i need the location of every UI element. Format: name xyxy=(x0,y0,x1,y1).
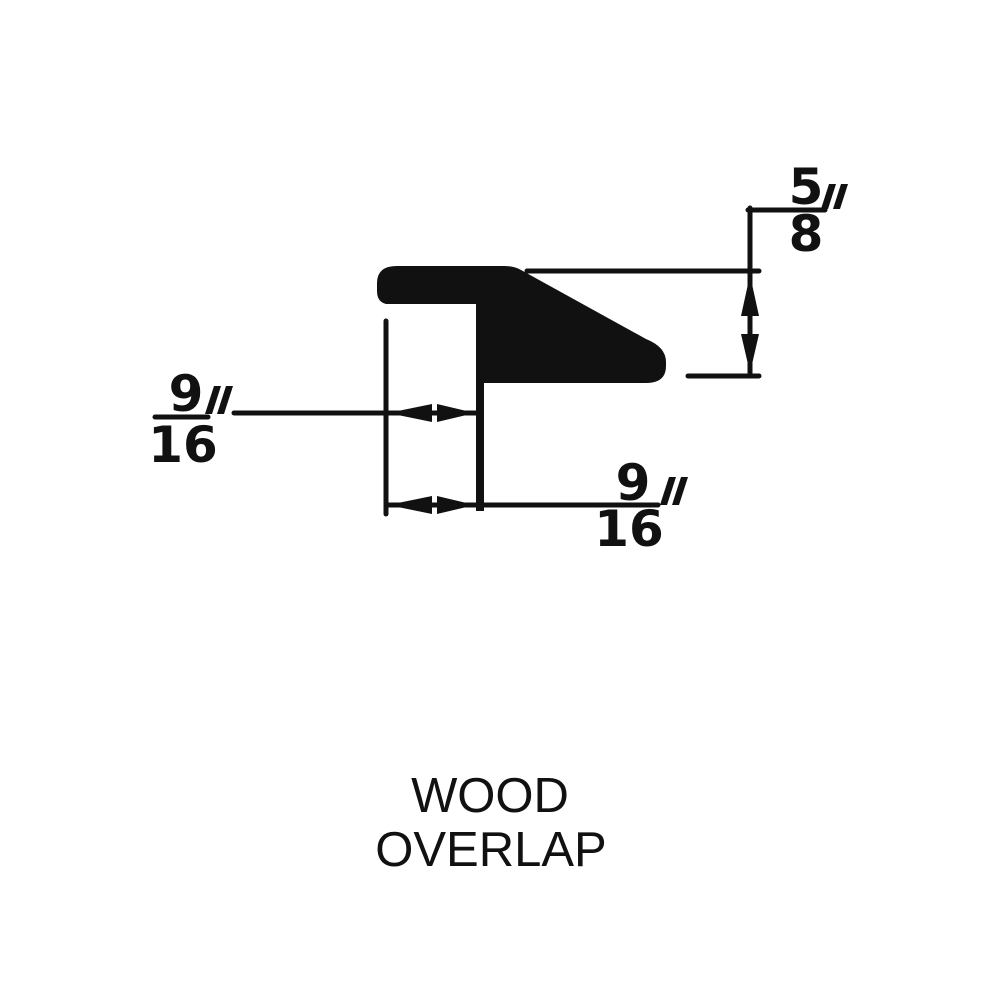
bottom-inch-mark xyxy=(660,477,688,505)
caption-line-1: WOOD xyxy=(411,769,569,823)
inch-tick xyxy=(660,477,676,505)
thickness-inch-mark xyxy=(821,184,848,209)
vertical-dimension-arrows xyxy=(741,275,759,373)
inch-tick xyxy=(821,184,836,209)
left-dimension-arrows xyxy=(388,404,475,422)
arrowhead-pointing-left xyxy=(388,404,432,422)
left-inch-mark xyxy=(205,386,233,414)
inch-tick xyxy=(833,184,848,209)
arrowhead-pointing-left xyxy=(388,496,432,514)
arrowhead-pointing-right xyxy=(437,404,475,422)
bottom-dimension-arrows xyxy=(388,496,475,514)
inch-tick xyxy=(672,477,688,505)
inch-tick xyxy=(217,386,233,414)
left-dimension-numerator: 9 xyxy=(169,365,204,423)
thickness-dimension-denominator: 8 xyxy=(789,205,824,263)
bottom-dimension-denominator: 16 xyxy=(594,500,664,558)
arrowhead-pointing-down xyxy=(741,334,759,373)
molding-profile-silhouette xyxy=(377,266,666,383)
caption-line-2: OVERLAP xyxy=(375,823,606,877)
left-dimension-denominator: 16 xyxy=(148,416,218,474)
arrowhead-pointing-right xyxy=(437,496,475,514)
arrowhead-pointing-up xyxy=(741,275,759,316)
inch-tick xyxy=(205,386,221,414)
bottom-dimension-numerator: 9 xyxy=(616,454,651,512)
thickness-dimension-numerator: 5 xyxy=(789,158,824,216)
